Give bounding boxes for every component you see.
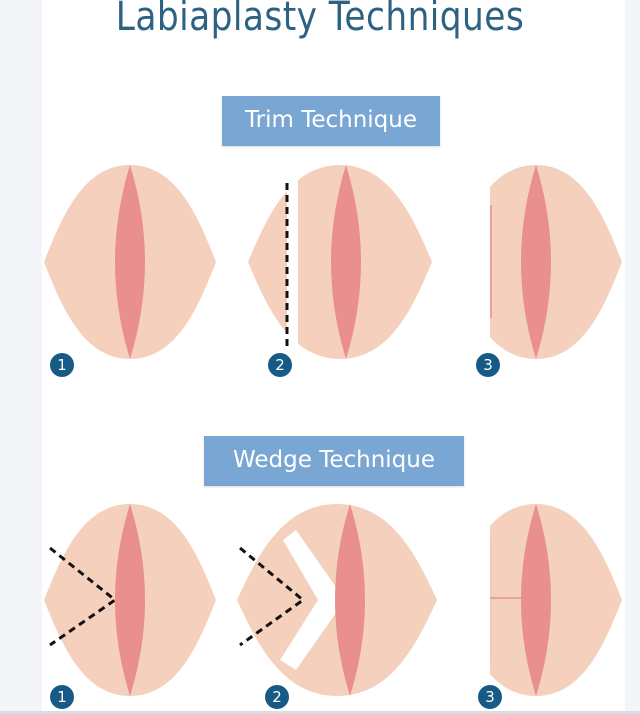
trim-step-3-badge: 3 (476, 353, 500, 377)
labia-inner-shape (115, 504, 145, 696)
page-title: Labiaplasty Techniques (115, 0, 525, 40)
wedge-technique-label: Wedge Technique (204, 436, 464, 486)
labia-inner-shape (521, 165, 551, 359)
trim-step-1-badge: 1 (50, 353, 74, 377)
wedge-step-3-badge: 3 (478, 685, 502, 709)
labia-inner-shape (521, 504, 551, 696)
trimmed-area (440, 160, 490, 370)
labia-inner-shape (335, 504, 365, 696)
trim-technique-label: Trim Technique (222, 96, 440, 146)
wedge-dashed-v (49, 546, 118, 647)
wedge-dashed-v (239, 546, 306, 647)
bottom-bar (0, 711, 640, 714)
trim-gap (287, 160, 298, 370)
wedge-step-2-badge: 2 (265, 685, 289, 709)
labia-inner-shape (331, 165, 361, 359)
trim-step-2-badge: 2 (268, 353, 292, 377)
trimmed-area (440, 500, 490, 705)
wedge-notch (280, 530, 345, 670)
labia-inner-shape (115, 165, 145, 359)
wedge-step-1-badge: 1 (50, 685, 74, 709)
